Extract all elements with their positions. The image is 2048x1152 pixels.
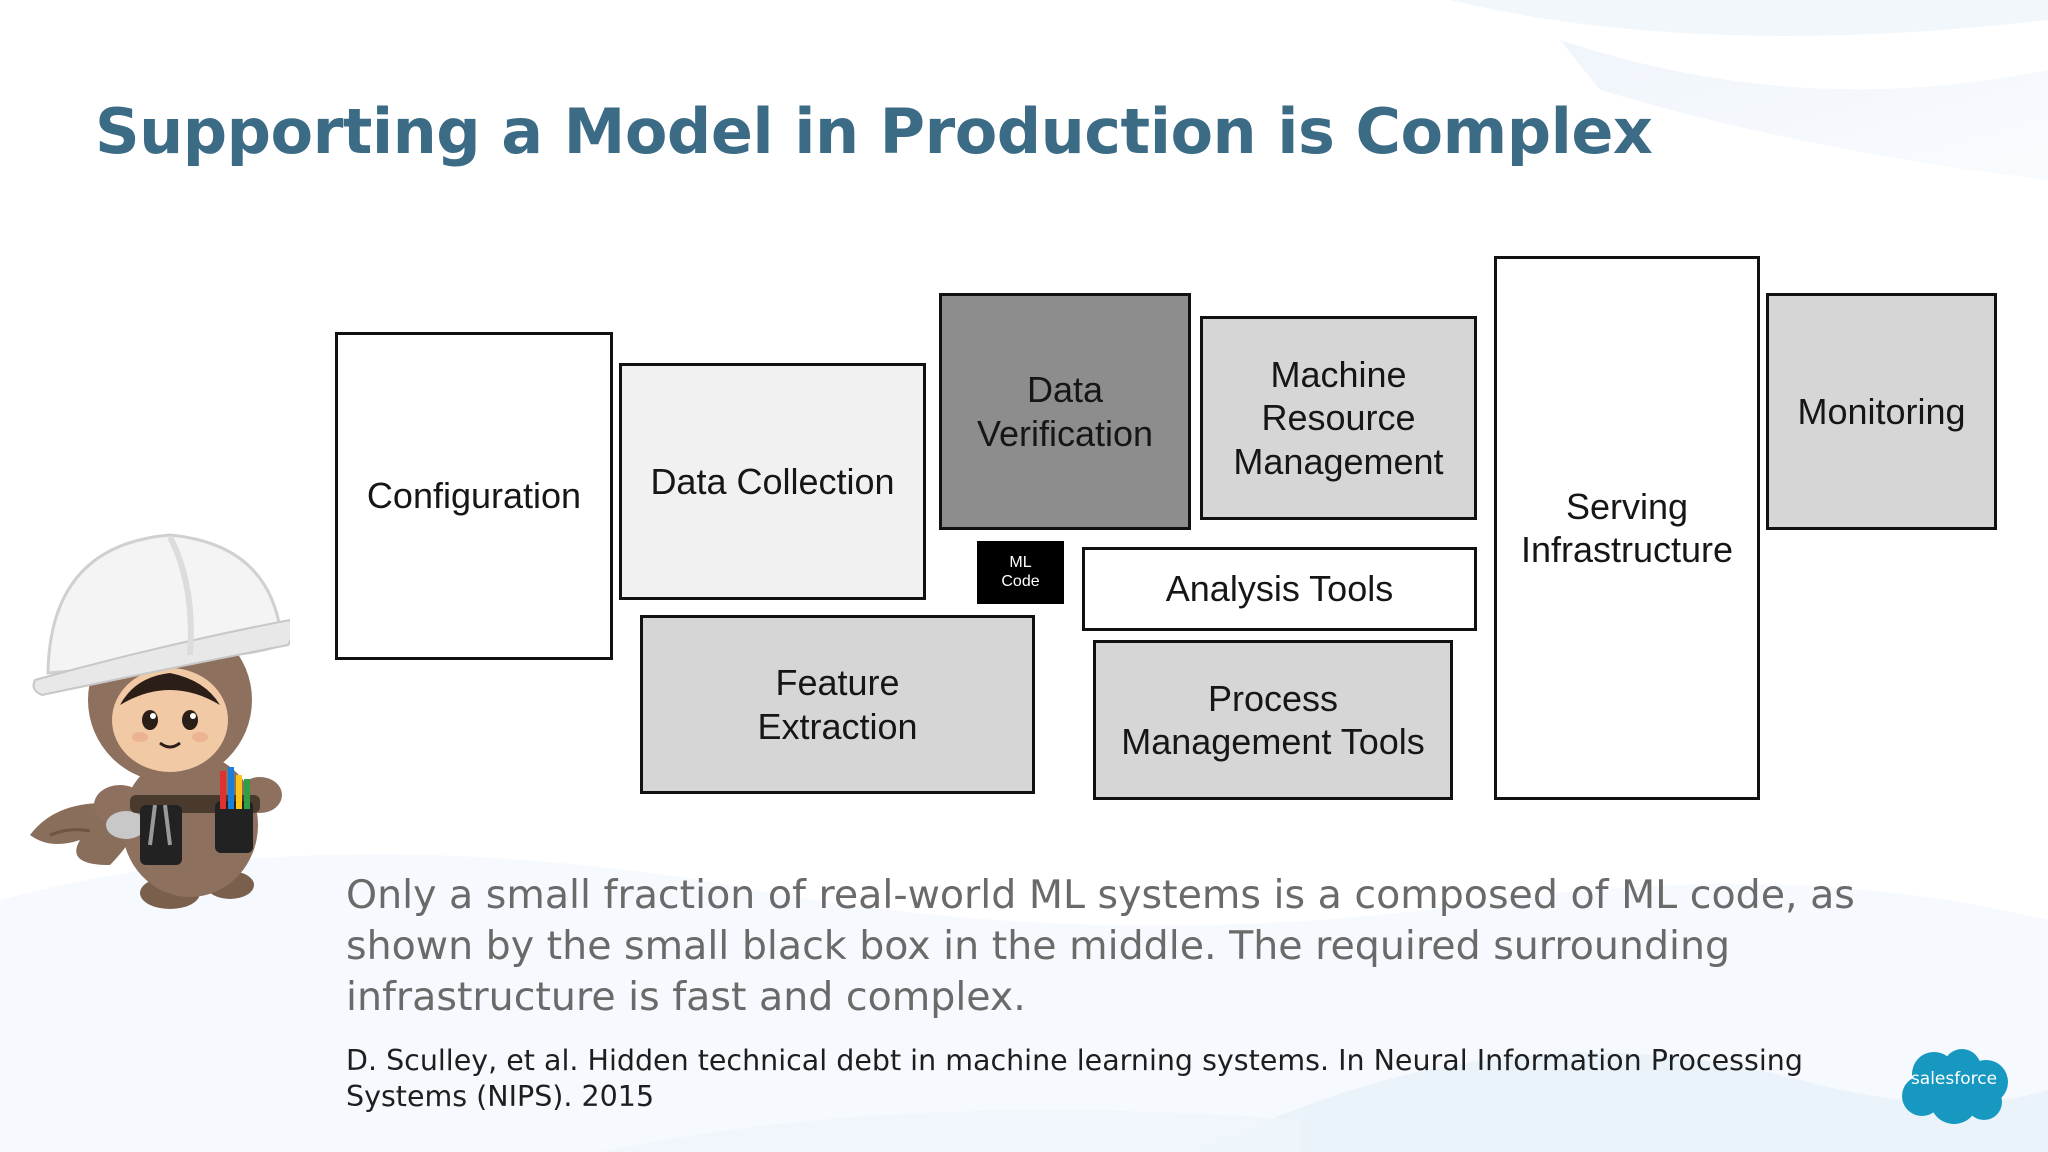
slide-title: Supporting a Model in Production is Comp…	[95, 95, 1653, 168]
monitoring-box: Monitoring	[1766, 293, 1997, 530]
machine-resource-management-label: Machine Resource Management	[1233, 354, 1444, 482]
feature-extraction-box: Feature Extraction	[640, 615, 1035, 794]
data-verification-box: Data Verification	[939, 293, 1191, 530]
data-collection-label: Data Collection	[650, 460, 895, 502]
process-management-tools-label: Process Management Tools	[1121, 677, 1425, 762]
configuration-box: Configuration	[335, 332, 613, 660]
salesforce-cloud-logo-icon	[1902, 1049, 2008, 1124]
astro-builder-mascot-icon	[30, 533, 290, 909]
machine-resource-management-box: Machine Resource Management	[1200, 316, 1477, 520]
feature-extraction-label: Feature Extraction	[757, 662, 918, 747]
salesforce-logo-text: salesforce	[1910, 1069, 1998, 1089]
configuration-label: Configuration	[366, 475, 582, 517]
data-collection-box: Data Collection	[619, 363, 926, 600]
analysis-tools-box: Analysis Tools	[1082, 547, 1477, 631]
serving-infrastructure-box: Serving Infrastructure	[1494, 256, 1760, 800]
caption-text: Only a small fraction of real-world ML s…	[346, 872, 1855, 1020]
monitoring-label: Monitoring	[1797, 390, 1966, 432]
analysis-tools-label: Analysis Tools	[1165, 568, 1394, 610]
process-management-tools-box: Process Management Tools	[1093, 640, 1453, 800]
data-verification-label: Data Verification	[976, 369, 1154, 454]
ml-code-label: ML Code	[1001, 554, 1040, 590]
ml-code-box: ML Code	[977, 541, 1064, 604]
citation-text: D. Sculley, et al. Hidden technical debt…	[346, 1044, 1803, 1113]
serving-infrastructure-label: Serving Infrastructure	[1520, 485, 1734, 570]
